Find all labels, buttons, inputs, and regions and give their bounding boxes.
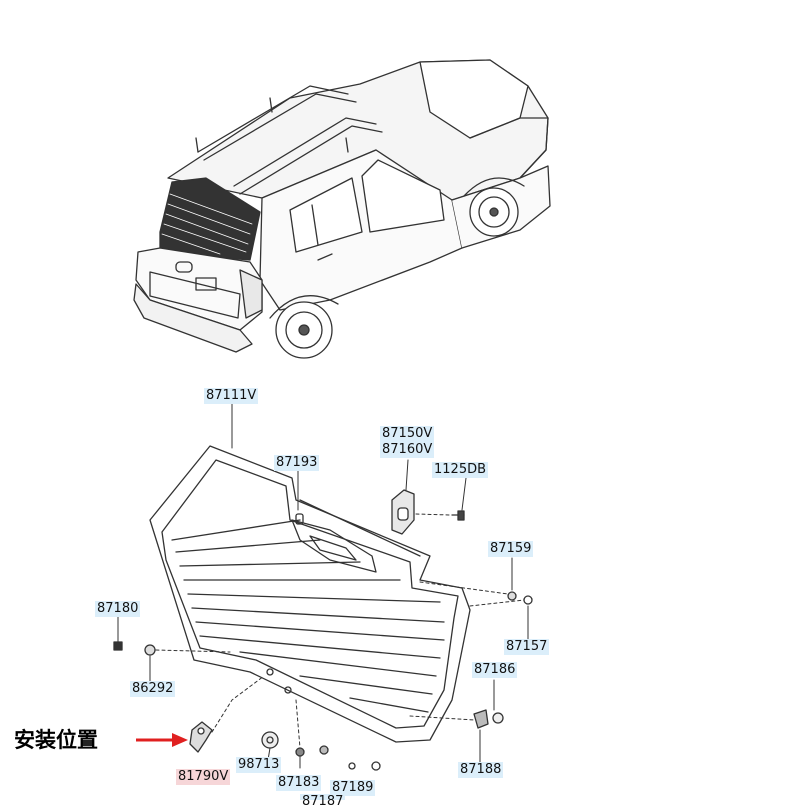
label-clip-right: 87159 [488, 541, 534, 557]
label-bottom-cut: 87187 [300, 794, 346, 809]
red-arrow-icon [136, 733, 188, 747]
suv-illustration [133, 59, 551, 359]
label-bracket-top: 87193 [274, 455, 320, 471]
label-retainer-1: 87183 [276, 775, 322, 791]
label-nut-lower-right: 87186 [472, 662, 518, 678]
label-grommet: 98713 [236, 757, 282, 773]
label-stopper: 87188 [458, 762, 504, 778]
label-retainer-2: 87189 [330, 780, 376, 796]
label-bracket-install: 81790V [176, 769, 231, 785]
label-garnish-1: 87150V [380, 426, 435, 442]
leader-lines [117, 403, 529, 769]
label-screw-left: 87180 [95, 601, 141, 617]
label-glass: 87111V [204, 388, 259, 404]
rear-glass-panel [149, 445, 471, 743]
label-bolt: 1125DB [432, 462, 489, 478]
small-parts [113, 489, 533, 771]
label-nut-right: 87157 [504, 639, 550, 655]
label-clip-left: 86292 [130, 681, 176, 697]
label-garnish-2: 87160V [380, 442, 435, 458]
install-position-callout: 安装位置 [14, 728, 98, 752]
